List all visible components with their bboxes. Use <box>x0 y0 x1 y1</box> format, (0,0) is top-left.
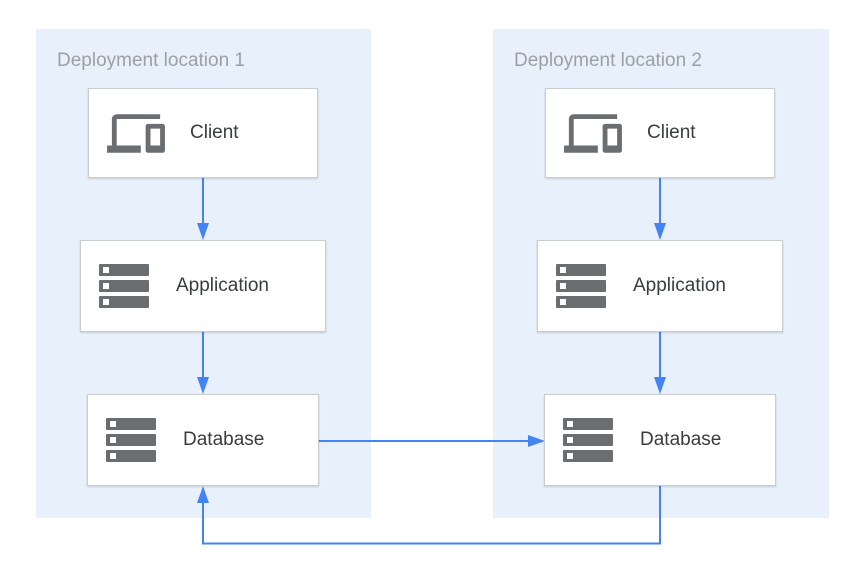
node-application-2: Application <box>537 240 783 332</box>
server-stack-icon <box>563 418 615 462</box>
server-stack-icon <box>99 264 151 308</box>
server-stack-icon <box>556 264 608 308</box>
node-client-2: Client <box>545 88 775 178</box>
node-label: Application <box>633 275 726 296</box>
node-database-2: Database <box>544 394 776 486</box>
node-label: Database <box>640 429 722 450</box>
zone-label: Deployment location 1 <box>57 50 245 71</box>
node-label: Database <box>183 429 265 450</box>
node-label: Client <box>190 122 239 143</box>
node-label: Application <box>176 275 269 296</box>
node-label: Client <box>647 122 696 143</box>
devices-icon <box>564 113 622 154</box>
server-stack-icon <box>106 418 158 462</box>
devices-icon <box>107 113 165 154</box>
node-client-1: Client <box>88 88 318 178</box>
zone-label: Deployment location 2 <box>514 50 702 71</box>
node-application-1: Application <box>80 240 326 332</box>
node-database-1: Database <box>87 394 319 486</box>
